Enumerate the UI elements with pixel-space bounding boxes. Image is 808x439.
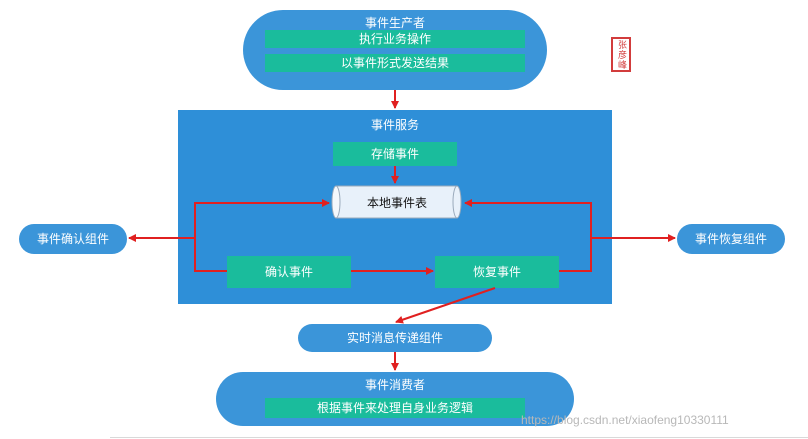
realtime-message-component: 实时消息传递组件 xyxy=(298,324,492,352)
recover-event-box: 恢复事件 xyxy=(435,256,559,288)
event-confirm-component: 事件确认组件 xyxy=(19,224,127,254)
arrow-recover-to-mq xyxy=(395,287,496,324)
local-event-table xyxy=(331,185,463,219)
author-seal: 张彦峰 xyxy=(611,37,631,72)
producer-step-send: 以事件形式发送结果 xyxy=(265,54,525,72)
store-event-box: 存储事件 xyxy=(333,142,457,166)
confirm-event-box: 确认事件 xyxy=(227,256,351,288)
arrow-recover-to-table xyxy=(464,199,592,272)
consumer-step-process: 根据事件来处理自身业务逻辑 xyxy=(265,398,525,418)
database-cylinder-icon xyxy=(331,185,462,219)
arrow-confirm-to-table xyxy=(194,199,330,272)
event-recover-component: 事件恢复组件 xyxy=(677,224,785,254)
producer-step-execute: 执行业务操作 xyxy=(265,30,525,48)
bottom-divider xyxy=(110,437,808,438)
event-service-title: 事件服务 xyxy=(370,118,419,132)
event-producer-title: 事件生产者 xyxy=(364,16,425,30)
source-watermark: https://blog.csdn.net/xiaofeng10330111 xyxy=(521,413,729,427)
event-consumer-title: 事件消费者 xyxy=(364,378,425,392)
local-event-table-label: 本地事件表 xyxy=(366,195,427,210)
event-producer-block: 事件生产者 xyxy=(243,10,547,90)
